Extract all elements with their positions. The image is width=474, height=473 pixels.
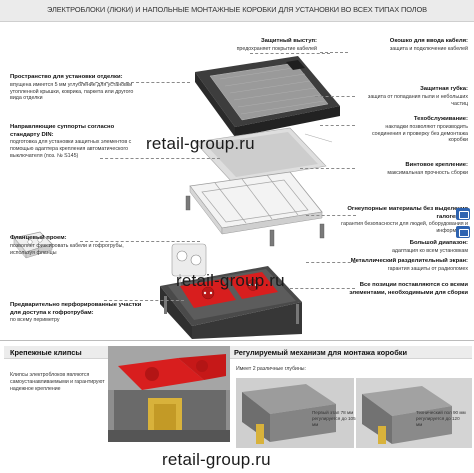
leader-line bbox=[104, 300, 184, 301]
watermark-text: retail-group.ru bbox=[162, 450, 271, 469]
callout-title: Техобслуживание: bbox=[413, 116, 468, 122]
callout-desc: гарантия защиты от радиопомех bbox=[387, 265, 468, 272]
callout-title: Направляющие суппорты согласно стандарту… bbox=[10, 124, 115, 138]
callout-maintenance: Техобслуживание: накладки позволяют прои… bbox=[356, 116, 468, 144]
callout-desc: защита от попадания пыли и небольших час… bbox=[367, 93, 468, 107]
callout-desc: адаптация ко всем установкам bbox=[391, 247, 468, 254]
callout-wide-range: Большой диапазон: адаптация ко всем уста… bbox=[356, 240, 468, 255]
leader-line bbox=[290, 288, 355, 289]
depth-first-stage: Первый этап 78 мм регулируется до 105 мм bbox=[312, 410, 356, 428]
callout-complete-set: Все позиции поставляются со всеми элемен… bbox=[330, 282, 468, 297]
leader-line bbox=[100, 158, 220, 159]
watermark-text: retail-group.ru bbox=[146, 134, 255, 153]
callout-protective-ledge: Защитный выступ: предохраняет покрытие к… bbox=[225, 38, 317, 53]
clips-description: Клипсы электроблоков являются самоустана… bbox=[10, 372, 105, 393]
leader-line bbox=[320, 125, 355, 126]
exploded-box-illustration bbox=[160, 56, 340, 339]
leader-line bbox=[320, 52, 348, 53]
callout-metal-shield: Металлический разделительный экран: гара… bbox=[330, 258, 468, 273]
callout-sponge: Защитная губка: защита от попадания пыли… bbox=[356, 86, 468, 107]
clips-title-bar bbox=[4, 346, 124, 359]
callout-desc: накладки позволяют производить соединени… bbox=[371, 123, 468, 144]
callout-flange-opening: Фланцевый проем: позволяет фиксировать к… bbox=[10, 235, 130, 256]
callout-screw-mount: Винтовое крепление: максимальная прочнос… bbox=[340, 162, 468, 177]
screw-icon bbox=[456, 208, 470, 220]
leader-line bbox=[315, 96, 355, 97]
callout-desc: максимальная прочность сборки bbox=[387, 169, 468, 176]
din-rail-module-image bbox=[13, 231, 53, 259]
leader-line bbox=[306, 262, 356, 263]
clips-photo bbox=[108, 346, 230, 442]
leader-line bbox=[250, 53, 330, 54]
leader-line bbox=[300, 168, 355, 169]
callout-title: Фланцевый проем: bbox=[10, 235, 67, 241]
mechanism-title: Регулируемый механизм для монтажа коробк… bbox=[234, 348, 407, 357]
callout-desc: по всему периметру bbox=[10, 317, 60, 324]
callout-title: Окошко для ввода кабеля: bbox=[389, 38, 468, 44]
callout-desc: впущена имеется 5 мм углубление для уста… bbox=[10, 81, 134, 102]
depth-photo-2 bbox=[356, 378, 472, 448]
callout-desc: защита и подключение кабелей bbox=[389, 45, 468, 52]
leader-line bbox=[80, 82, 190, 83]
mechanism-title-bar bbox=[230, 346, 472, 359]
callout-desc: подготовка для установки защитных элемен… bbox=[10, 139, 132, 160]
mechanism-description: Имеет 2 различные глубины: bbox=[236, 366, 306, 372]
watermark-text: retail-group.ru bbox=[176, 271, 285, 290]
callout-title: Винтовое крепление: bbox=[405, 162, 468, 168]
header-bar: ЭЛЕКТРОБЛОКИ (ЛЮКИ) И НАПОЛЬНЫЕ МОНТАЖНЫ… bbox=[0, 0, 474, 22]
section-divider bbox=[0, 340, 474, 341]
callout-fireproof: Огнеупорные материалы без выделения гало… bbox=[340, 206, 468, 235]
callout-title: Защитный выступ: bbox=[260, 38, 317, 44]
callout-desc: гарантия безопасности для людей, оборудо… bbox=[341, 221, 468, 235]
callout-title: Предварительно перфорированные участки д… bbox=[10, 302, 142, 316]
callout-cable-window: Окошко для ввода кабеля: защита и подклю… bbox=[356, 38, 468, 53]
clips-title: Крепежные клипсы bbox=[10, 348, 82, 357]
callout-finish-space: Пространство для установки отделки: впущ… bbox=[10, 74, 140, 102]
callout-desc: предохраняет покрытие кабелей bbox=[236, 45, 317, 52]
callout-title: Пространство для установки отделки: bbox=[10, 74, 123, 80]
depth-technical-floor: Технический пол 90 мм регулируется до 12… bbox=[416, 410, 466, 428]
leader-line bbox=[80, 241, 200, 242]
callout-desc: позволяет фиксировать кабели и гофрогруб… bbox=[10, 242, 124, 256]
callout-perforated-areas: Предварительно перфорированные участки д… bbox=[10, 302, 142, 324]
page-title: ЭЛЕКТРОБЛОКИ (ЛЮКИ) И НАПОЛЬНЫЕ МОНТАЖНЫ… bbox=[46, 5, 428, 14]
callout-title: Большой диапазон: bbox=[409, 240, 468, 246]
callout-title: Металлический разделительный экран: bbox=[350, 258, 468, 264]
callout-title: Защитная губка: bbox=[420, 86, 468, 92]
callout-din-supports: Направляющие суппорты согласно стандарту… bbox=[10, 124, 144, 160]
fire-safety-icon bbox=[456, 226, 470, 238]
leader-line bbox=[306, 215, 356, 216]
depth-photo-1 bbox=[236, 378, 354, 448]
callout-title: Огнеупорные материалы без выделения гало… bbox=[347, 206, 468, 220]
callout-title: Все позиции поставляются со всеми элемен… bbox=[349, 282, 468, 296]
